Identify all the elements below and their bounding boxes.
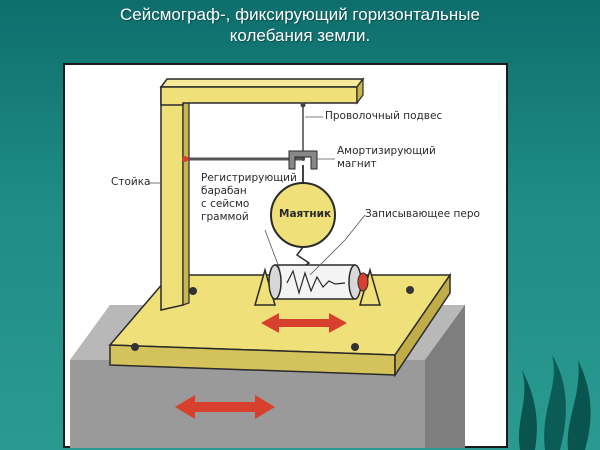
leader-drum	[264, 229, 281, 271]
stand-beam-top	[159, 78, 365, 88]
seismograph-illustration	[70, 77, 465, 448]
label-drum-line-3: с сейсмо	[201, 198, 250, 210]
label-drum-line-2: барабан	[201, 185, 247, 197]
label-wire-suspension: Проволочный подвес	[325, 110, 443, 122]
label-stand: Стойка	[111, 176, 151, 188]
base-plate-side	[394, 272, 451, 378]
leader-pen	[309, 214, 366, 276]
label-pendulum: Маятник	[279, 208, 332, 220]
label-drum-line-1: Регистрирующий	[201, 172, 297, 184]
slide-title-line-2: колебания земли.	[229, 26, 371, 45]
slide-title-line-1: Сейсмограф-, фиксирующий горизонтальные	[120, 5, 480, 24]
stand-beam-side	[356, 77, 364, 105]
drum-knob	[357, 272, 369, 292]
bolt-icon	[189, 287, 197, 295]
drum-end-left	[268, 264, 282, 300]
bolt-icon	[406, 286, 414, 294]
pivot-icon	[182, 156, 188, 162]
label-damper-line-2: магнит	[337, 158, 377, 170]
stand-column-side	[182, 79, 190, 306]
bolt-icon	[131, 343, 139, 351]
wire-anchor-icon	[300, 102, 306, 108]
stand-beam	[160, 86, 358, 106]
damper-magnet	[288, 150, 318, 170]
seismogram-trace	[286, 269, 346, 296]
stand-column	[160, 86, 184, 311]
label-damper-line-1: Амортизирующий	[337, 145, 436, 157]
label-drum-line-4: граммой	[201, 211, 249, 223]
diagram-panel: Стойка Проволочный подвес Амортизирующий…	[63, 63, 508, 448]
ground-side	[425, 305, 465, 448]
bolt-icon	[351, 343, 359, 351]
plate-motion-arrow	[261, 313, 347, 333]
label-pen: Записывающее перо	[365, 208, 480, 220]
slide-title: Сейсмограф-, фиксирующий горизонтальные …	[0, 4, 600, 46]
ground-motion-arrow	[175, 395, 275, 419]
